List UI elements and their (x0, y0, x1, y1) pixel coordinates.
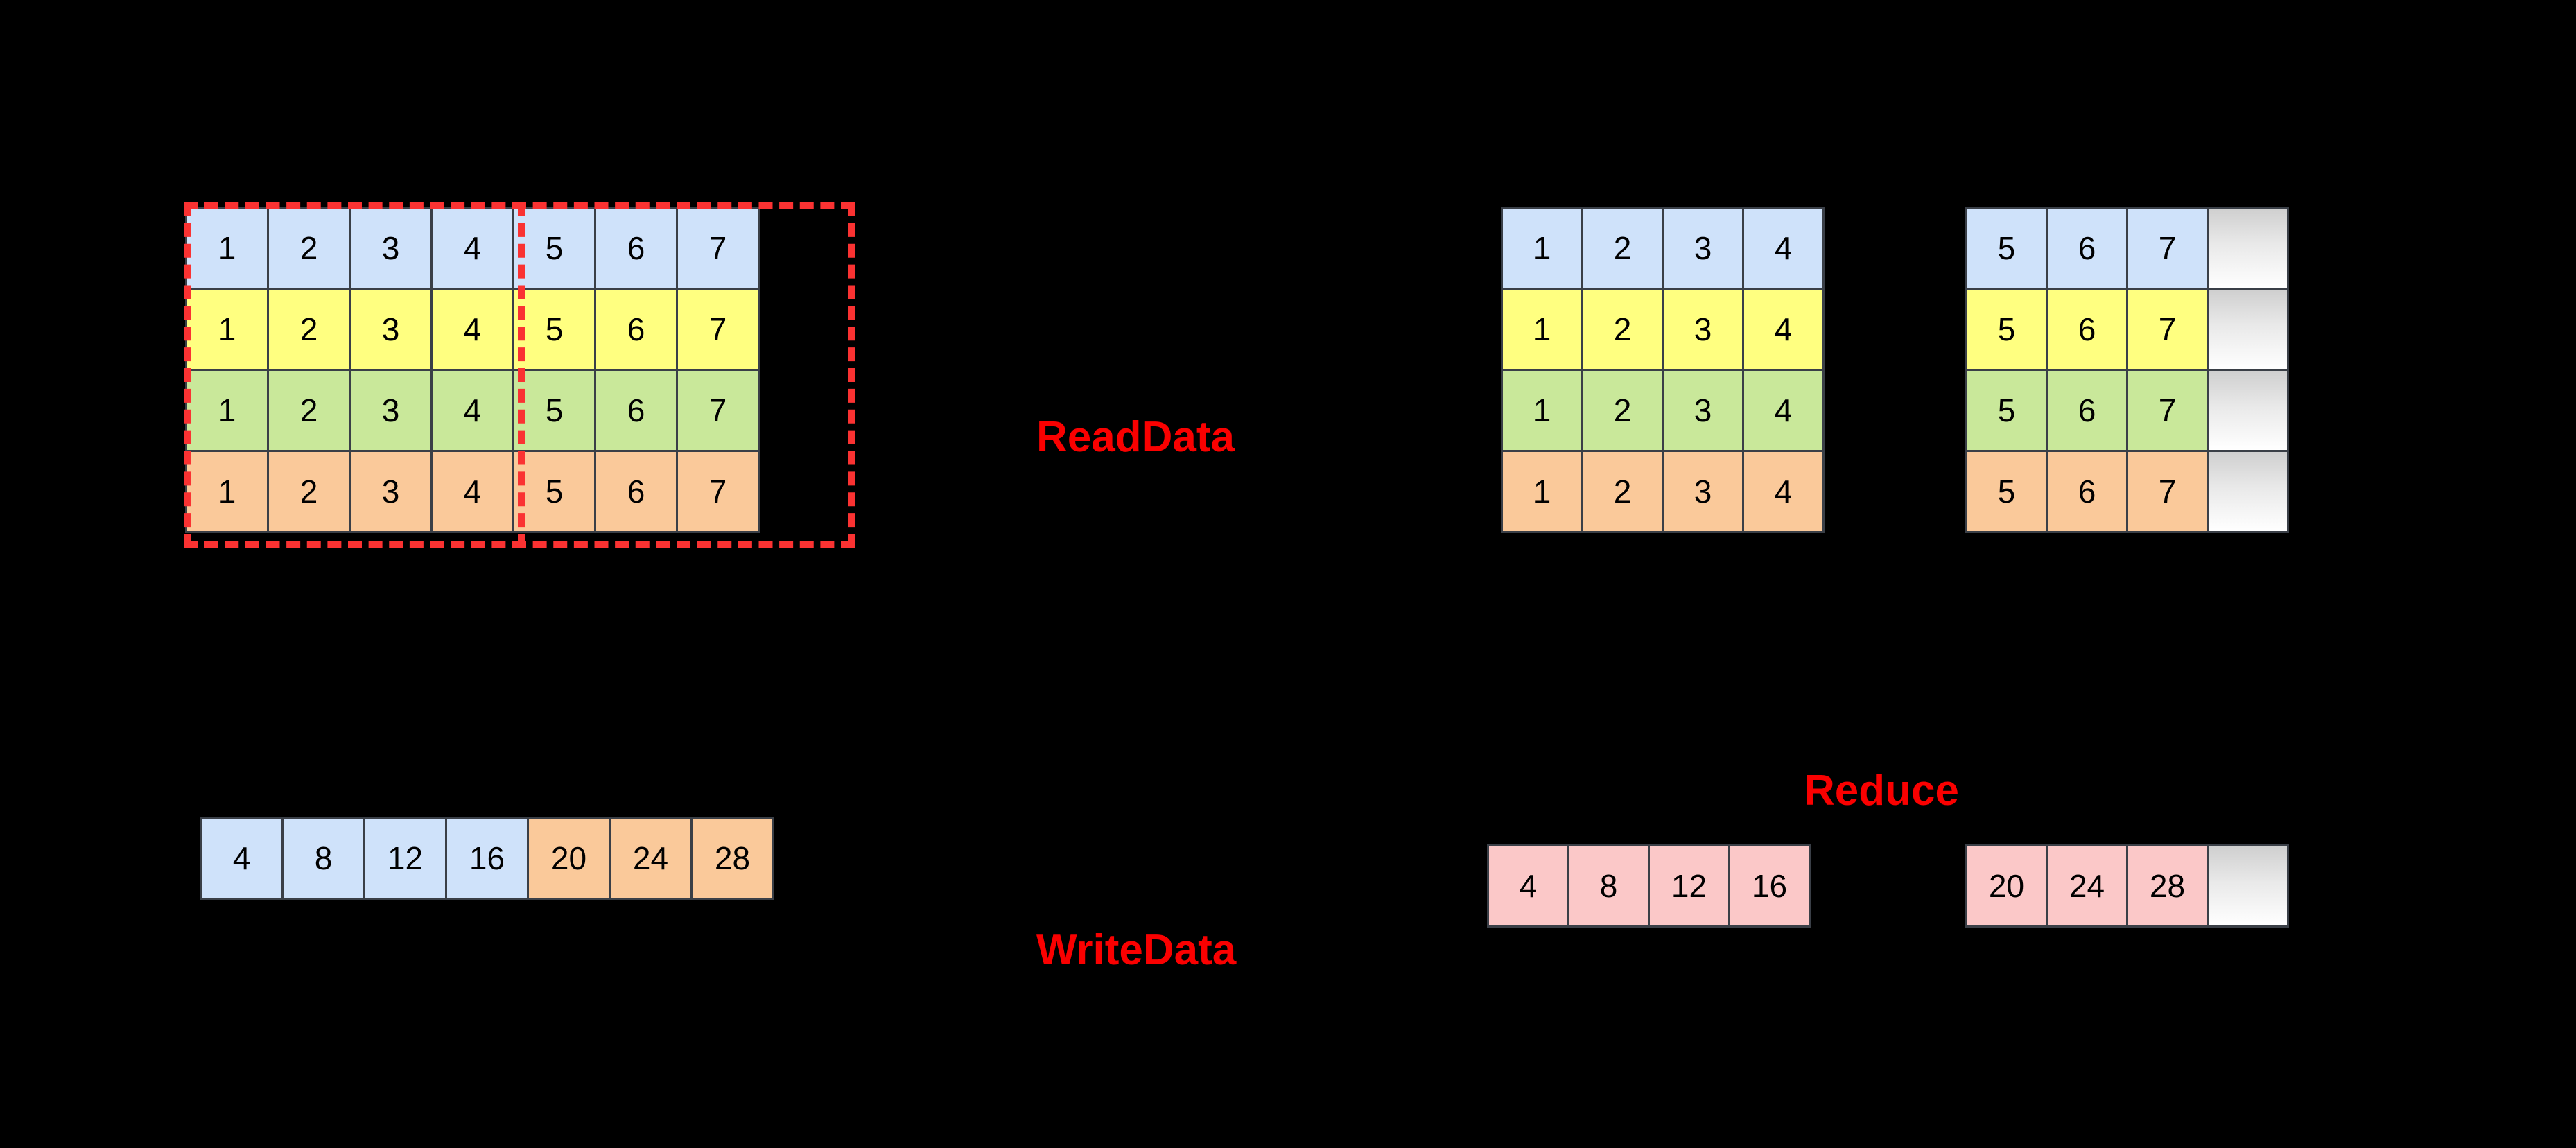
strip-cell (2207, 844, 2289, 928)
matrix-cell: 5 (512, 207, 596, 290)
matrix-cell: 3 (1662, 369, 1744, 452)
matrix-cell: 6 (2046, 207, 2128, 290)
matrix-cell: 1 (185, 288, 269, 371)
matrix-cell: 4 (1742, 369, 1825, 452)
matrix-cell: 7 (2126, 207, 2209, 290)
write-data-label: WriteData (1036, 926, 1237, 974)
matrix-cell: 1 (1501, 288, 1583, 371)
matrix-cell: 6 (2046, 369, 2128, 452)
strip-cell: 8 (1567, 844, 1650, 928)
matrix-cell: 7 (676, 369, 760, 452)
matrix-cell (2207, 369, 2289, 452)
matrix-cell: 3 (1662, 450, 1744, 533)
matrix-cell: 4 (430, 288, 514, 371)
matrix-cell: 7 (2126, 450, 2209, 533)
matrix-cell: 4 (1742, 450, 1825, 533)
matrix-cell: 5 (1965, 450, 2048, 533)
matrix-cell: 2 (1581, 450, 1664, 533)
matrix-cell: 6 (2046, 288, 2128, 371)
matrix-cell: 2 (1581, 288, 1664, 371)
strip-cell: 12 (1648, 844, 1730, 928)
matrix-cell: 5 (1965, 288, 2048, 371)
matrix-cell: 6 (594, 207, 678, 290)
strip-cell: 12 (363, 817, 447, 900)
strip-cell: 4 (200, 817, 284, 900)
read-data-label: ReadData (1036, 413, 1235, 461)
matrix-cell: 5 (512, 450, 596, 533)
strip-cell: 24 (609, 817, 693, 900)
strip-cell: 4 (1487, 844, 1569, 928)
matrix-cell: 4 (430, 450, 514, 533)
strip-cell: 20 (1965, 844, 2048, 928)
matrix-cell: 2 (1581, 207, 1664, 290)
matrix-cell: 5 (1965, 207, 2048, 290)
matrix-cell: 2 (267, 369, 351, 452)
matrix-cell: 1 (185, 207, 269, 290)
matrix-cell: 5 (512, 288, 596, 371)
matrix-cell: 7 (676, 450, 760, 533)
strip-cell: 28 (2126, 844, 2209, 928)
strip-cell: 16 (445, 817, 529, 900)
strip-cell: 16 (1728, 844, 1811, 928)
matrix-cell: 3 (1662, 207, 1744, 290)
matrix-cell: 2 (1581, 369, 1664, 452)
matrix-cell: 2 (267, 288, 351, 371)
matrix-cell: 6 (2046, 450, 2128, 533)
matrix-cell: 1 (1501, 369, 1583, 452)
matrix-cell: 1 (185, 450, 269, 533)
matrix-cell: 7 (676, 207, 760, 290)
matrix-cell: 1 (1501, 450, 1583, 533)
strip-cell: 24 (2046, 844, 2128, 928)
matrix-cell: 5 (512, 369, 596, 452)
matrix-cell: 6 (594, 288, 678, 371)
matrix-cell (2207, 450, 2289, 533)
matrix-cell: 3 (349, 207, 433, 290)
matrix-cell: 3 (349, 369, 433, 452)
matrix-cell: 4 (1742, 207, 1825, 290)
matrix-cell: 7 (676, 288, 760, 371)
strip-cell: 8 (281, 817, 365, 900)
matrix-cell: 7 (2126, 288, 2209, 371)
matrix-cell: 1 (1501, 207, 1583, 290)
matrix-cell: 4 (430, 207, 514, 290)
matrix-cell: 4 (430, 369, 514, 452)
matrix-cell (2207, 207, 2289, 290)
matrix-cell: 3 (1662, 288, 1744, 371)
matrix-cell: 3 (349, 288, 433, 371)
matrix-cell: 4 (1742, 288, 1825, 371)
matrix-cell: 1 (185, 369, 269, 452)
matrix-cell: 3 (349, 450, 433, 533)
matrix-cell (2207, 288, 2289, 371)
matrix-cell: 2 (267, 450, 351, 533)
strip-cell: 28 (690, 817, 774, 900)
matrix-cell: 7 (2126, 369, 2209, 452)
matrix-cell: 5 (1965, 369, 2048, 452)
matrix-cell: 2 (267, 207, 351, 290)
strip-cell: 20 (527, 817, 611, 900)
matrix-cell: 6 (594, 369, 678, 452)
reduce-label: Reduce (1804, 767, 1959, 815)
matrix-cell: 6 (594, 450, 678, 533)
